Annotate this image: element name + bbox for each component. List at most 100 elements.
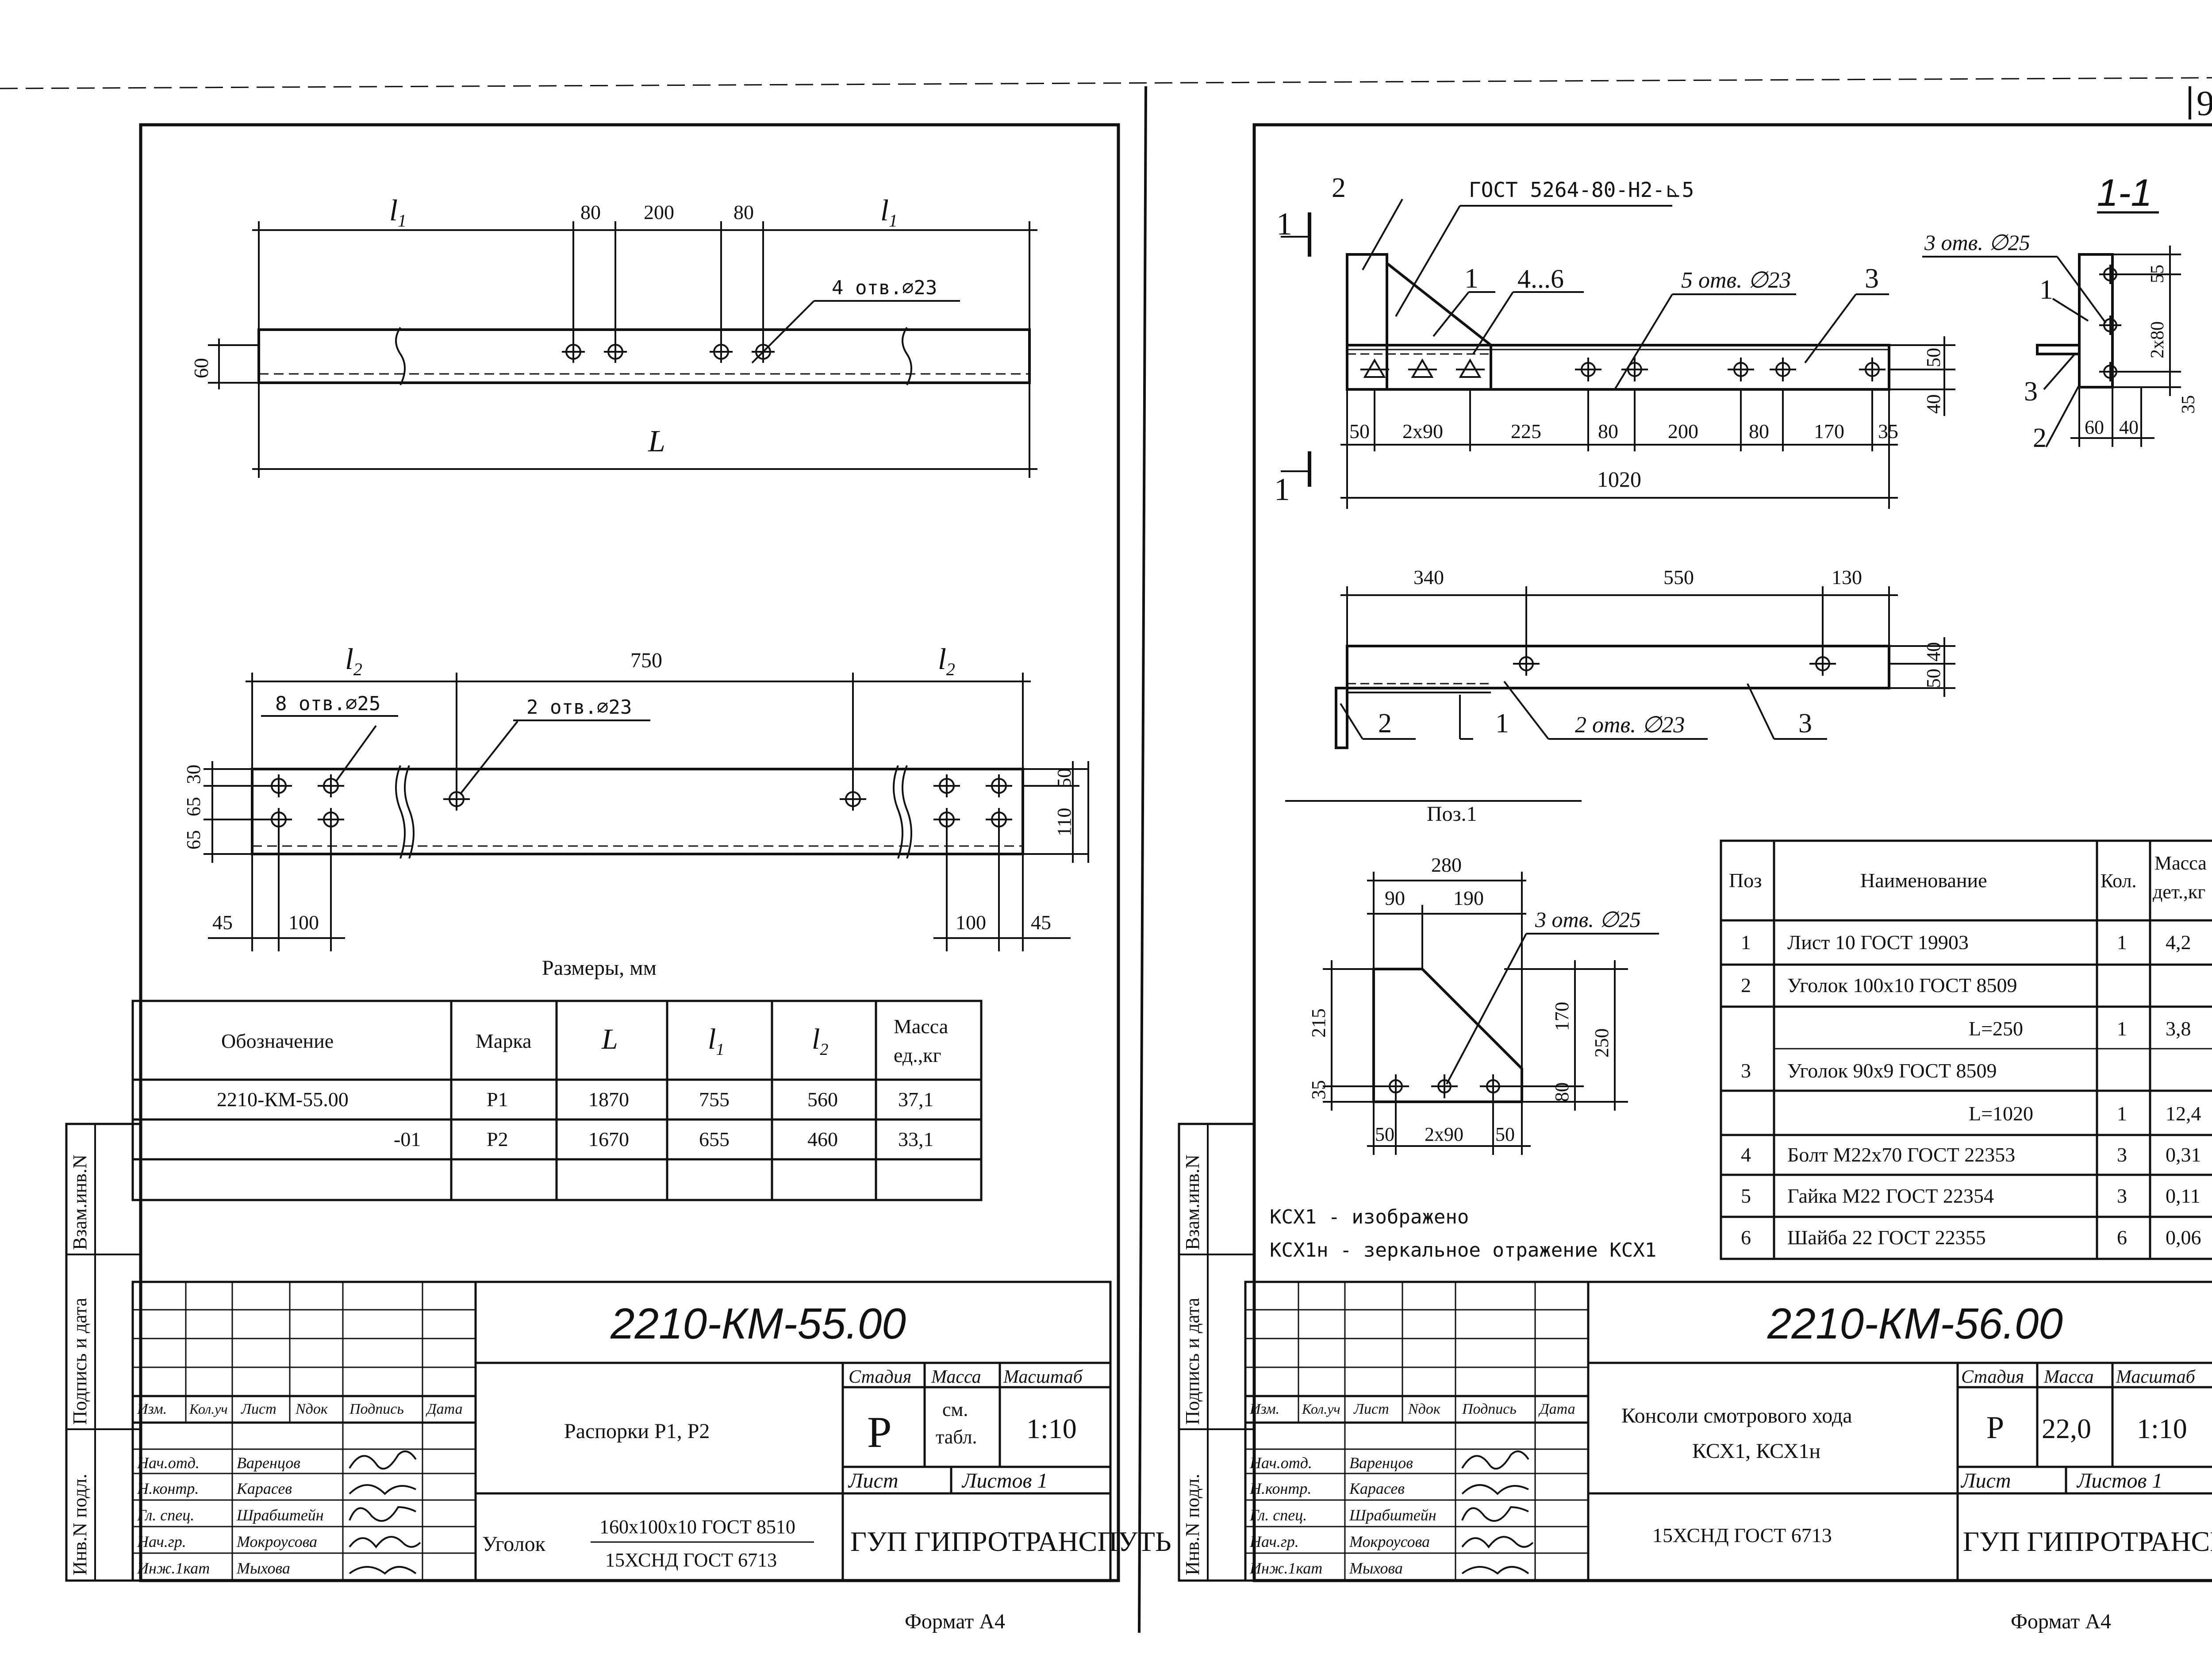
dim-550: 550 xyxy=(1663,566,1694,589)
spec-cell: L=1020 xyxy=(1969,1102,2033,1125)
org-left: ГУП ГИПРОТРАНСПУТЬ xyxy=(850,1526,1171,1557)
right-side-strip xyxy=(1178,1123,1256,1582)
cell: 37,1 xyxy=(898,1088,934,1111)
plate-dim-50-b: 50 xyxy=(1495,1123,1515,1145)
th-mass-unit: ед.,кг xyxy=(894,1044,941,1066)
person-name-r: Мокроусова xyxy=(1349,1533,1430,1550)
scale-value-r: 1:10 xyxy=(2137,1413,2187,1444)
console-plan-view: 340 550 130 40 50 2 1 2 отв. ∅23 3 xyxy=(1335,566,1955,749)
person-name-r: Мыхова xyxy=(1349,1559,1403,1577)
dim-45-right: 45 xyxy=(1031,911,1051,934)
mass-value-r: 22,0 xyxy=(2042,1413,2091,1444)
strut-top-view: l1 l1 80 200 80 4 отв.∅23 60 L xyxy=(190,193,1037,478)
plate-dim-170: 170 xyxy=(1551,1002,1573,1031)
dim-50-v: 50 xyxy=(1923,348,1944,367)
col-kol: Кол.уч xyxy=(189,1401,228,1417)
plate-dim-280: 280 xyxy=(1431,854,1462,876)
dim-170: 170 xyxy=(1814,420,1844,442)
role-r: Нач.отд. xyxy=(1249,1454,1312,1472)
page-number: 91 xyxy=(2197,84,2212,123)
drawing-title-left: Распорки Р1, Р2 xyxy=(564,1419,710,1443)
dim-2x90: 2x90 xyxy=(1402,420,1443,442)
sec-dim-35: 35 xyxy=(2178,395,2199,414)
pos-3-label: 3 xyxy=(1865,262,1879,294)
dim-225: 225 xyxy=(1511,420,1541,442)
stage-label: Стадия xyxy=(849,1367,911,1387)
col-ndok: Nдок xyxy=(295,1401,328,1417)
table-row: 2210-КМ-55.00 Р1 1870 755 560 37,1 xyxy=(217,1088,934,1111)
right-sheet: Инв.N подл. Подпись и дата Взам.инв.N xyxy=(1178,123,2212,1633)
plan-dim-50: 50 xyxy=(1923,669,1944,688)
pos-1-label: 1 xyxy=(1464,262,1479,294)
scale-label-r: Масштаб xyxy=(2116,1367,2196,1387)
sec-pos-1: 1 xyxy=(2039,275,2053,305)
note-ksx1n: КСХ1н - зеркальное отражение КСХ1 xyxy=(1270,1239,1656,1262)
cut-mark-bottom: 1 xyxy=(1274,472,1290,507)
dim-200: 200 xyxy=(1668,420,1698,442)
th-l2: l2 xyxy=(812,1023,828,1059)
side-label-sign-r: Подпись и дата xyxy=(1182,1298,1203,1425)
role: Гл. спец. xyxy=(137,1506,194,1524)
dim-340: 340 xyxy=(1413,566,1444,589)
col-list-r: Лист xyxy=(1353,1401,1389,1417)
spec-th-pos: Поз xyxy=(1729,869,1762,892)
side-label-inv-r: Инв.N подл. xyxy=(1182,1474,1203,1576)
sec-dim-55: 55 xyxy=(2147,265,2168,283)
spec-cell: Лист 10 ГОСТ 19903 xyxy=(1787,931,1969,954)
weld-note: ГОСТ 5264-80-Н2-⊾5 xyxy=(1469,178,1694,202)
spec-cell: Уголок 100х10 ГОСТ 8509 xyxy=(1787,974,2017,996)
scale-value: 1:10 xyxy=(1026,1413,1077,1444)
col-date: Дата xyxy=(426,1401,463,1417)
spec-cell: 1 xyxy=(2117,1017,2127,1040)
org-right: ГУП ГИПРОТРАНСПУТЬ xyxy=(1963,1526,2212,1557)
th-mark: Марка xyxy=(476,1030,531,1052)
role-r: Нач.гр. xyxy=(1249,1533,1299,1550)
dim-130: 130 xyxy=(1832,566,1862,589)
dims-note: Размеры, мм xyxy=(542,956,657,980)
dim-l1-left: l1 xyxy=(389,193,407,231)
spec-th-mass-unit: дет.,кг xyxy=(2153,881,2205,903)
role: Н.контр. xyxy=(137,1480,199,1497)
table-row: -01 Р2 1670 655 460 33,1 xyxy=(394,1128,934,1150)
spec-th-mass: Масса xyxy=(2154,852,2207,874)
spec-th-qty: Кол. xyxy=(2101,870,2137,892)
drawing-code-left: 2210-КМ-55.00 xyxy=(610,1299,906,1348)
plate-dim-190: 190 xyxy=(1453,887,1484,909)
cell: 1670 xyxy=(588,1128,629,1150)
plan-dim-40: 40 xyxy=(1923,642,1944,662)
spec-table: Поз Наименование Кол. Масса дет.,кг xyxy=(1720,839,2212,1260)
scan-edge xyxy=(0,77,2212,89)
spec-cell: 1 xyxy=(1741,931,1751,954)
spec-cell: 12,4 xyxy=(2166,1102,2201,1125)
stage-value: Р xyxy=(867,1408,892,1457)
holes-3x25-plate: 3 отв. ∅25 xyxy=(1535,907,1641,932)
plate-dim-250: 250 xyxy=(1591,1028,1613,1058)
scale-label: Масштаб xyxy=(1003,1367,1083,1387)
note-ksx1: КСХ1 - изображено xyxy=(1270,1206,1469,1228)
plate-dim-80: 80 xyxy=(1551,1082,1573,1102)
role: Нач.гр. xyxy=(137,1533,186,1550)
side-label-sign: Подпись и дата xyxy=(69,1298,91,1425)
dim-l2-right: l2 xyxy=(938,642,955,679)
plan-pos-3: 3 xyxy=(1798,708,1812,739)
drawing-title-right-1: Консоли смотрового хода xyxy=(1621,1404,1852,1427)
spec-cell: 4,2 xyxy=(2166,931,2191,954)
spec-cell: L=250 xyxy=(1969,1017,2023,1040)
signatures-right xyxy=(1461,1450,1534,1575)
dim-80-b: 80 xyxy=(733,201,754,223)
spec-th-name: Наименование xyxy=(1860,869,1987,892)
plate-pos1: 280 90 190 215 35 170 80 250 50 2x90 50 … xyxy=(1308,854,1659,1155)
stage-value-r: Р xyxy=(1986,1410,2004,1445)
person-name: Варенцов xyxy=(237,1454,300,1472)
cell: 460 xyxy=(807,1128,838,1150)
plate-dim-50-a: 50 xyxy=(1375,1123,1394,1145)
material-1: 160x100x10 ГОСТ 8510 xyxy=(599,1516,795,1538)
sheet-label-r: Лист xyxy=(1960,1469,2011,1493)
dim-100-right: 100 xyxy=(956,911,986,934)
dim-50: 50 xyxy=(1349,420,1370,442)
spec-cell: 3,8 xyxy=(2166,1017,2191,1040)
person-name: Мыхова xyxy=(236,1559,290,1577)
